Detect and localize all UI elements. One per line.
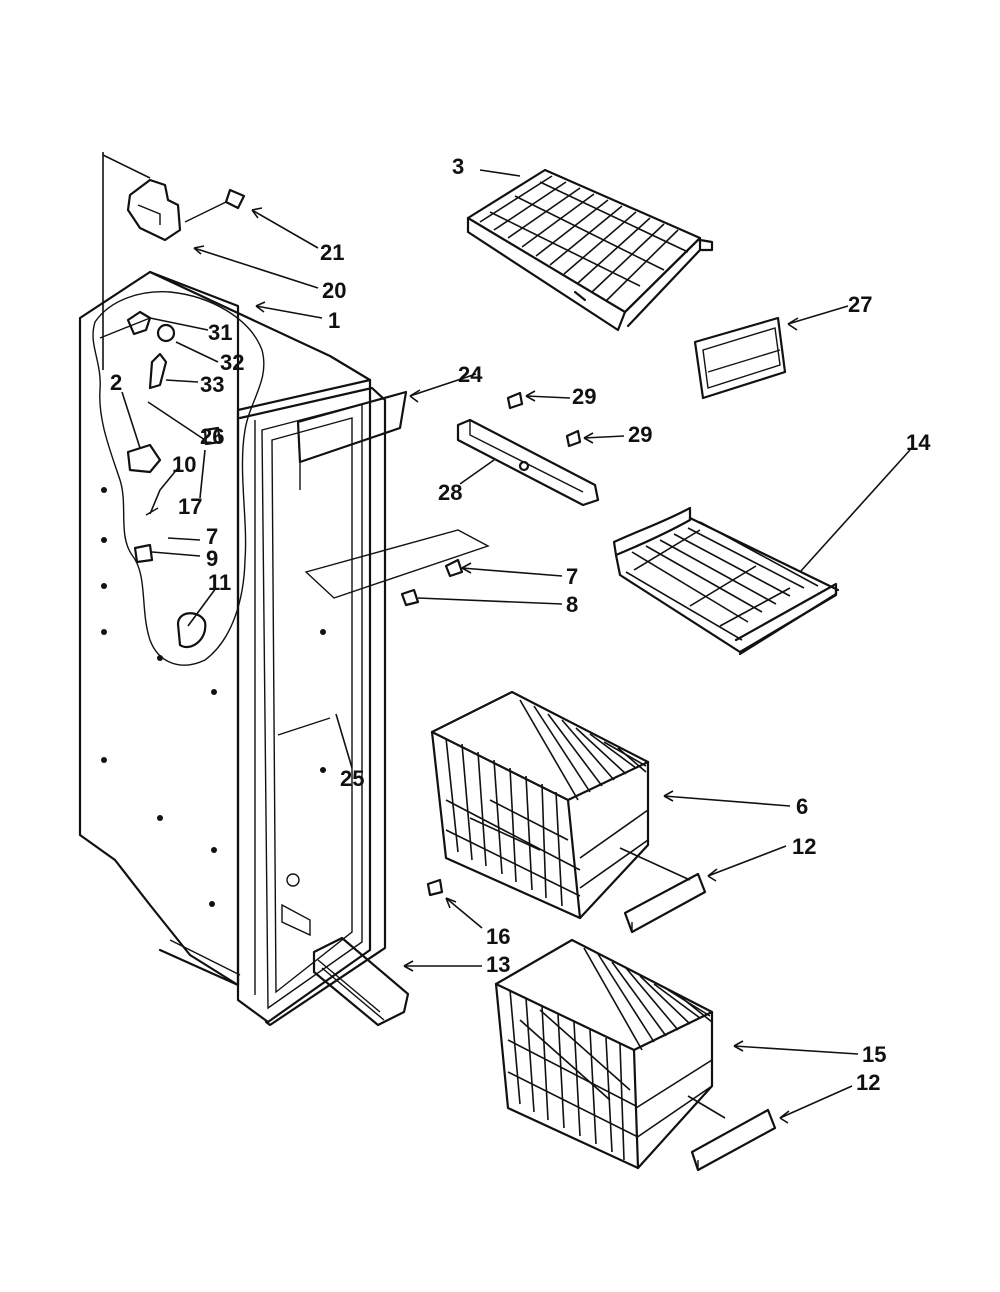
callout-11: 11: [208, 570, 231, 595]
screw-21: [184, 188, 246, 223]
callout-20: 20: [322, 278, 346, 303]
screws-29: [506, 391, 582, 448]
lower-freezer-basket: [494, 938, 714, 1170]
upper-freezer-basket: [430, 690, 650, 920]
callout-10: 10: [172, 452, 196, 477]
callout-12a: 12: [792, 834, 816, 859]
callout-24: 24: [458, 362, 483, 387]
bottom-trim: [312, 936, 410, 1027]
callout-28: 28: [438, 480, 462, 505]
screw-16: [426, 878, 444, 897]
freezer-liner: [78, 152, 387, 1027]
callout-27: 27: [848, 292, 872, 317]
callout-8: 8: [566, 592, 578, 617]
air-duct-cover: [296, 390, 408, 490]
hinge-bracket: [102, 154, 182, 242]
shelf-end-cap: [693, 316, 787, 400]
callout-15: 15: [862, 1042, 886, 1067]
callout-13: 13: [486, 952, 510, 977]
callout-3: 3: [452, 154, 464, 179]
callout-17: 17: [178, 494, 202, 519]
wire-shelf: [612, 506, 840, 656]
callout-1: 1: [328, 308, 340, 333]
shelf-support-rail: [456, 418, 600, 507]
callout-6: 6: [796, 794, 808, 819]
callout-14: 14: [906, 430, 931, 455]
callout-29b: 29: [628, 422, 652, 447]
callout-31: 31: [208, 320, 232, 345]
callout-32: 32: [220, 350, 244, 375]
freezer-controls: [99, 310, 222, 648]
callout-7b: 7: [566, 564, 578, 589]
callout-12b: 12: [856, 1070, 880, 1095]
basket-label-holder-upper: [623, 872, 707, 934]
callout-16: 16: [486, 924, 510, 949]
callout-21: 21: [320, 240, 344, 265]
callout-9: 9: [206, 546, 218, 571]
basket-label-holder-lower: [690, 1108, 777, 1172]
leader-lines: [121, 169, 911, 1124]
callout-33: 33: [200, 372, 224, 397]
callout-7a: 7: [206, 524, 218, 549]
top-grid-shelf: [466, 168, 714, 332]
control-plate: [304, 529, 490, 607]
callout-29a: 29: [572, 384, 596, 409]
callout-labels: 3 21 20 1 31 32 33 2 26 10 17 7 9 11 24 …: [110, 154, 931, 1095]
callout-26: 26: [200, 424, 224, 449]
callout-2: 2: [110, 370, 122, 395]
callout-25: 25: [340, 766, 364, 791]
